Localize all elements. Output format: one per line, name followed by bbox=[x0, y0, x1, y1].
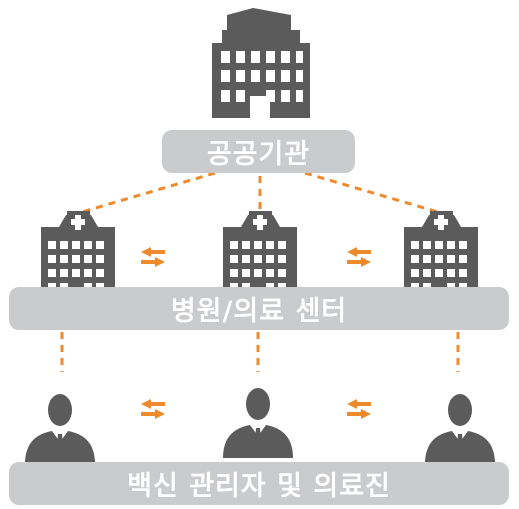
public-agency-label: 공공기관 bbox=[206, 139, 311, 170]
hospital-center-label: 병원/의료 센터 bbox=[170, 296, 348, 327]
business-person-icon-left bbox=[25, 394, 95, 464]
connector-public-left bbox=[81, 171, 216, 214]
exchange-arrows-icon-bottom-right bbox=[347, 399, 371, 419]
business-person-icon-right bbox=[425, 394, 495, 464]
business-person-icon-center bbox=[223, 388, 293, 458]
vaccine-staff-label-bar: 백신 관리자 및 의료진 bbox=[9, 462, 509, 505]
exchange-arrows-icon-top-left bbox=[141, 247, 165, 267]
hospital-center-label-bar: 병원/의료 센터 bbox=[9, 287, 509, 330]
government-building-icon bbox=[212, 8, 310, 118]
hospital-icon-left bbox=[41, 211, 115, 297]
public-agency-label-bar: 공공기관 bbox=[162, 130, 355, 173]
hospital-icon-center bbox=[223, 211, 297, 297]
connector-public-right bbox=[304, 171, 439, 214]
exchange-arrows-icon-top-right bbox=[347, 247, 371, 267]
vaccine-staff-label: 백신 관리자 및 의료진 bbox=[127, 471, 391, 502]
hospital-icon-right bbox=[404, 211, 478, 297]
exchange-arrows-icon-bottom-left bbox=[141, 399, 165, 419]
